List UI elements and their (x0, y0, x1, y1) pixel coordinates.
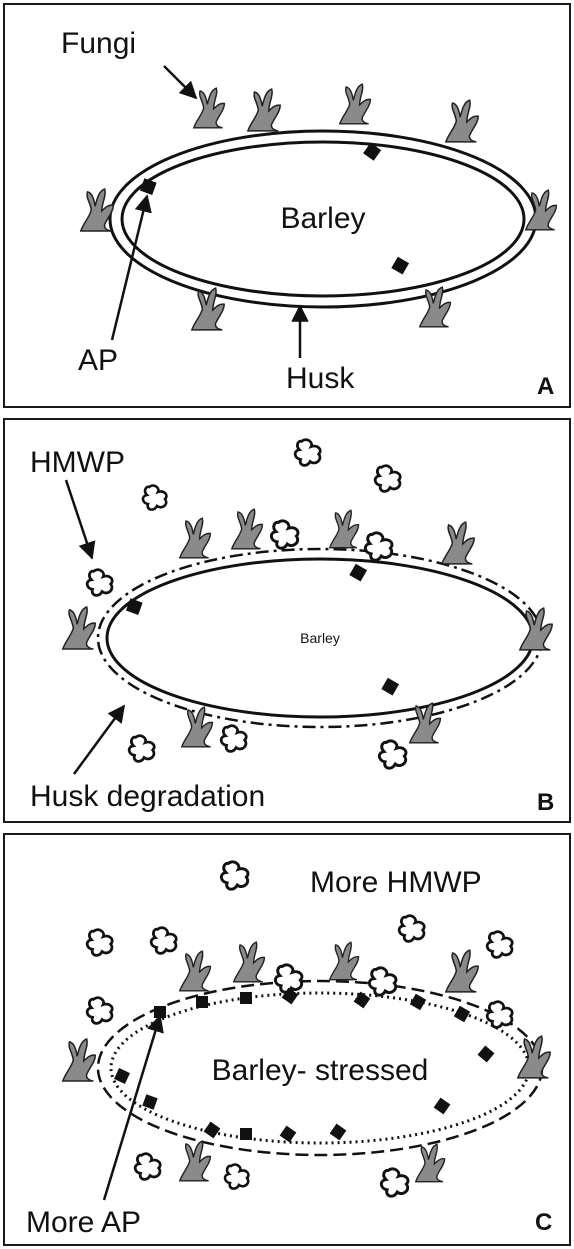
panel-letter-c: C (535, 1209, 552, 1236)
ap-marker (381, 677, 400, 696)
ap-marker (477, 1045, 495, 1063)
ap-marker (433, 1097, 451, 1115)
ap-marker (453, 1005, 471, 1023)
ap-marker (391, 256, 410, 275)
ap-markers (125, 563, 400, 696)
husk-degradation-arrow (72, 704, 126, 775)
ap-marker (349, 563, 368, 582)
ap-marker (125, 598, 143, 615)
fungi-arrow (163, 65, 198, 100)
ap-arrow (110, 194, 152, 341)
barley-label: Barley (280, 202, 365, 235)
panel-c-frame (3, 833, 571, 1246)
ap-markers (114, 987, 495, 1143)
ap-marker (240, 1128, 252, 1140)
more-hmwp-label: More HMWP (310, 866, 482, 899)
ap-marker (114, 1068, 130, 1084)
ap-markers (139, 142, 410, 275)
ap-marker (142, 1094, 158, 1110)
hmwp-arrow (64, 479, 96, 560)
ap-marker (196, 996, 208, 1008)
panel-a: Fungi Barley AP Husk A (3, 3, 571, 408)
more-ap-label: More AP (26, 1206, 141, 1239)
ap-marker (329, 1123, 347, 1141)
panel-c: More HMWP Barley- stressed More AP C (3, 833, 571, 1246)
more-ap-arrow (102, 1014, 164, 1201)
ap-marker (409, 993, 427, 1011)
ap-label: AP (78, 344, 118, 377)
ap-marker (281, 987, 299, 1005)
panel-b: HMWP Barley Husk degradation B (3, 418, 571, 823)
fungi-label: Fungi (61, 27, 136, 60)
ap-marker (363, 142, 382, 161)
barley-grain-outline (120, 140, 526, 298)
husk-degradation-label: Husk degradation (30, 780, 265, 813)
ap-marker (203, 1121, 221, 1139)
husk-label: Husk (286, 362, 355, 395)
hmwp-label: HMWP (30, 446, 125, 479)
panel-letter-a: A (537, 373, 554, 400)
ap-marker (353, 991, 371, 1009)
barley-label: Barley (300, 630, 340, 646)
ap-marker (139, 178, 157, 195)
ap-marker (279, 1125, 297, 1143)
panel-letter-b: B (537, 789, 554, 816)
barley-stressed-label: Barley- stressed (212, 1054, 429, 1087)
ap-marker (240, 992, 252, 1004)
